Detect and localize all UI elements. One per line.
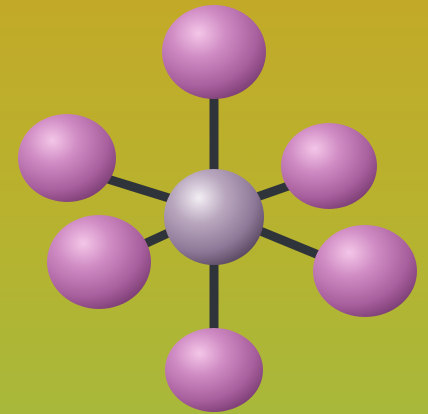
ligand-atoms-front bbox=[47, 215, 417, 412]
ligand-atom-bottom bbox=[165, 328, 263, 412]
ligand-atom-upper-left bbox=[18, 114, 116, 202]
central-atom bbox=[164, 169, 264, 265]
ligand-atoms bbox=[18, 5, 377, 209]
ligand-atom-top bbox=[162, 5, 266, 99]
ligand-atom-upper-right bbox=[281, 123, 377, 209]
ligand-atom-lower-right bbox=[313, 225, 417, 317]
ligand-atom-lower-left bbox=[47, 215, 151, 309]
